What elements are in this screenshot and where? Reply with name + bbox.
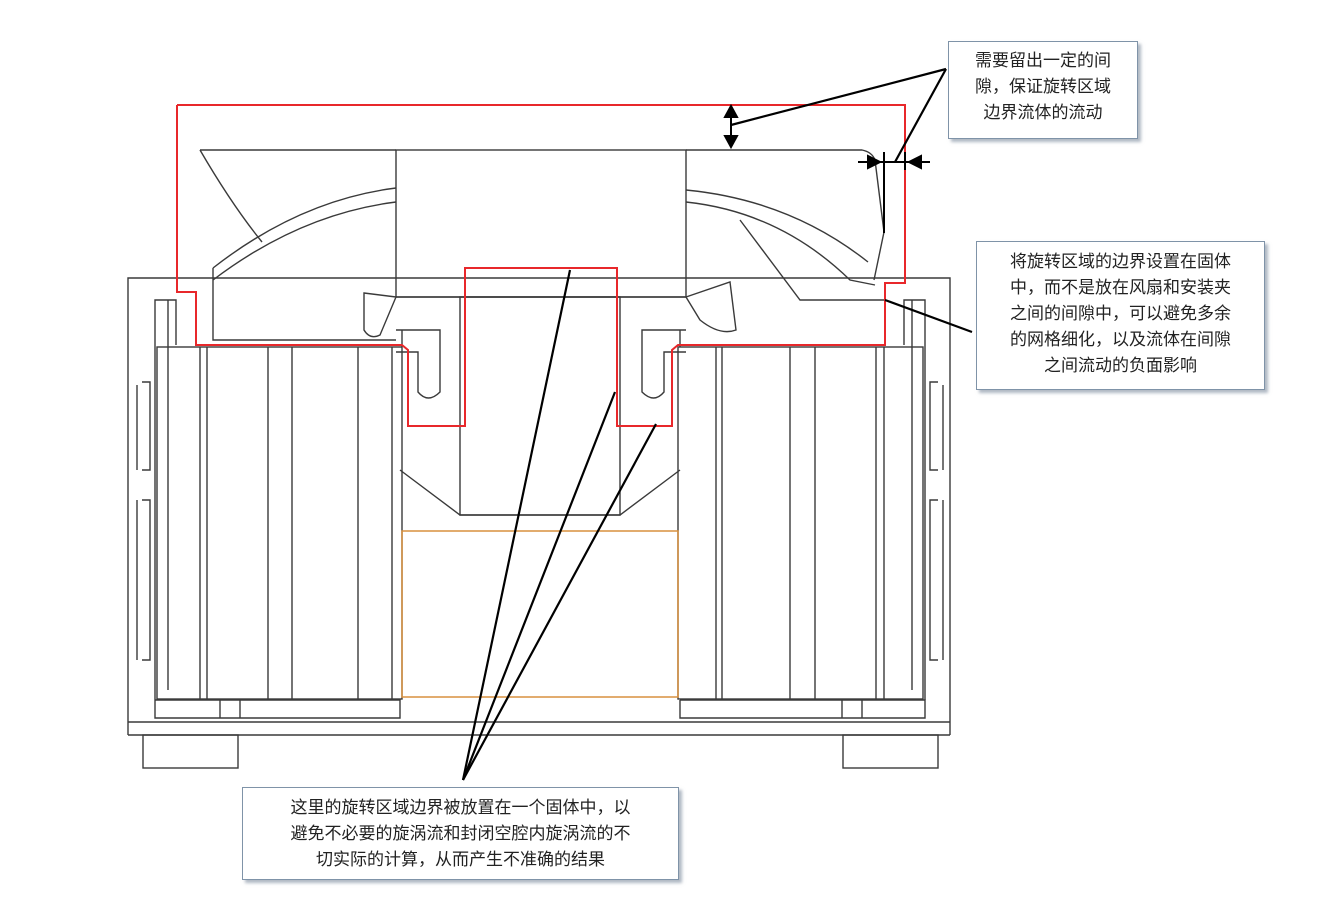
leader-gap: [730, 67, 947, 127]
fin-block-right: [677, 346, 924, 700]
callout-line: 的网格细化，以及流体在间隙: [1010, 330, 1231, 350]
callout-line: 切实际的计算，从而产生不准确的结果: [316, 850, 605, 870]
clearance-dimension-horizontal: [858, 152, 930, 233]
callout-line: 之间流动的负面影响: [1044, 356, 1197, 376]
leader-boundary: [884, 298, 973, 334]
mounting-clip-frame: [127, 277, 951, 769]
callout-line: 需要留出一定的间: [975, 51, 1111, 71]
fan-rotor: [199, 149, 885, 516]
fin-block-left: [156, 346, 403, 700]
callout-line: 这里的旋转区域边界被放置在一个固体中，以: [290, 798, 631, 818]
callout-clearance-note: 需要留出一定的间 隙，保证旋转区域 边界流体的流动: [948, 41, 1138, 139]
leader-gap-2: [894, 68, 947, 163]
callout-line: 避免不必要的旋涡流和封闭空腔内旋涡流的不: [290, 824, 631, 844]
callout-line: 边界流体的流动: [983, 103, 1103, 123]
leader-center-2: [461, 391, 617, 781]
clearance-dimension-vertical: [723, 103, 739, 150]
callout-line: 将旋转区域的边界设置在固体: [1010, 252, 1231, 272]
callout-line: 之间的间隙中，可以避免多余: [1010, 304, 1231, 324]
callout-boundary-in-solid-note: 将旋转区域的边界设置在固体 中，而不是放在风扇和安装夹 之间的间隙中，可以避免多…: [976, 241, 1265, 390]
rotating-region-boundary: [176, 104, 906, 427]
callout-center-boundary-note: 这里的旋转区域边界被放置在一个固体中，以 避免不必要的旋涡流和封闭空腔内旋涡流的…: [242, 787, 679, 880]
leader-center-3: [462, 423, 657, 781]
callout-line: 隙，保证旋转区域: [975, 77, 1111, 97]
callout-line: 中，而不是放在风扇和安装夹: [1010, 278, 1231, 298]
leader-center-1: [461, 269, 572, 781]
enclosed-cavity-outline: [401, 530, 679, 698]
leader-lines: [461, 67, 973, 781]
